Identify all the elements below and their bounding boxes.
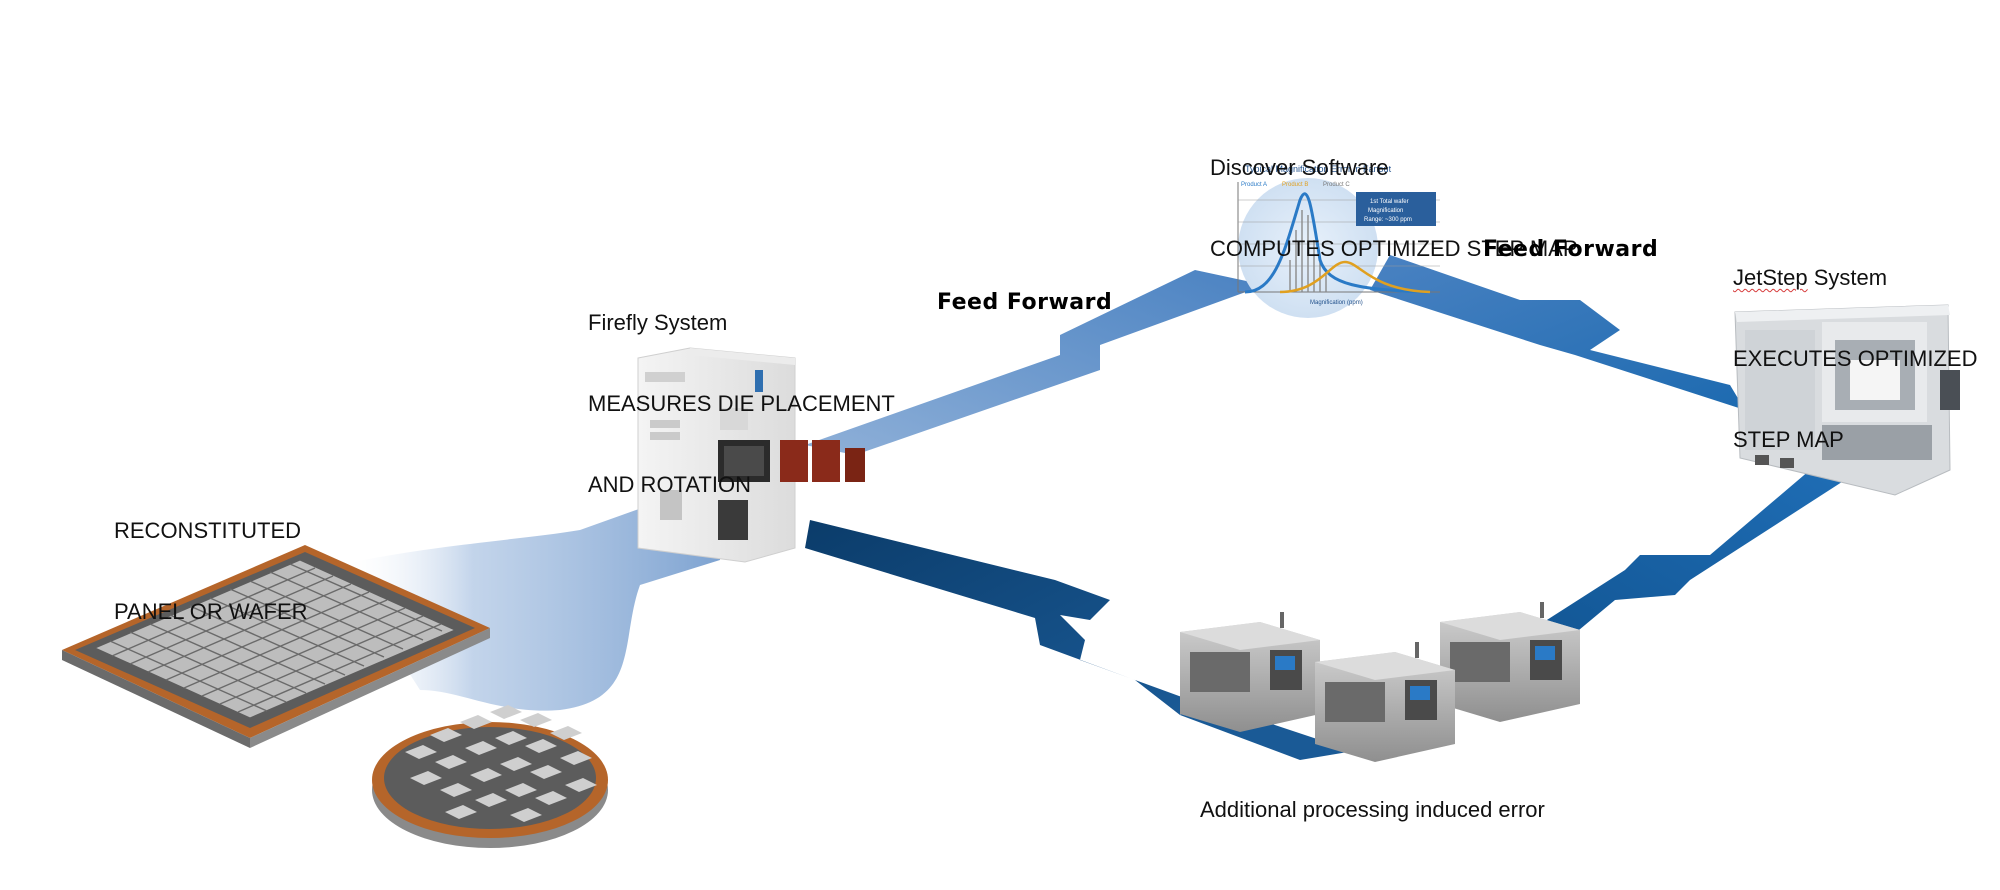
jetstep-title: JetStep System: [1733, 264, 1977, 291]
jetstep-label: JetStep System EXECUTES OPTIMIZED STEP M…: [1733, 210, 1977, 507]
mini-chart-legend-b: Product B: [1282, 182, 1308, 188]
panel-label: RECONSTITUTED PANEL OR WAFER: [114, 463, 308, 679]
firefly-label: Firefly System MEASURES DIE PLACEMENT AN…: [588, 255, 895, 552]
jetstep-title-b: System: [1807, 265, 1888, 290]
discover-title: Discover Software: [1210, 155, 1389, 180]
additional-error-label: Additional processing induced error: [1200, 797, 1545, 822]
feed-forward-arrow-2: [1370, 255, 1745, 410]
jetstep-machine-icon: [1734, 304, 1960, 496]
feed-forward-label-2: Feed Forward: [1483, 237, 1659, 262]
discover-line1: COMPUTES OPTIMIZED STEP MAP: [1210, 236, 1578, 261]
mini-chart-legend-c: Product C: [1323, 182, 1350, 188]
mini-chart-xlabel: Magnification (ppm): [1310, 300, 1363, 306]
firefly-machine-icon: [637, 347, 865, 563]
mini-chart-legend-a: Product A: [1241, 182, 1267, 188]
discover-label: Discover Software COMPUTES OPTIMIZED STE…: [1210, 100, 1578, 316]
panel-icon: [62, 545, 490, 748]
return-arrow: [805, 520, 1190, 715]
lathe-machine-icon: [1180, 602, 1580, 762]
wafer-icon: [372, 705, 608, 848]
firefly-title: Firefly System: [588, 310, 728, 335]
jetstep-line1: EXECUTES OPTIMIZED: [1733, 346, 1978, 371]
mini-chart-title: Typical Magnification Error in Fanout: [1245, 164, 1392, 174]
feed-forward-label-1: Feed Forward: [937, 290, 1113, 315]
feed-forward-arrow-1: [805, 270, 1265, 455]
mini-chart-annotation-3: Range: ~300 ppm: [1364, 217, 1412, 223]
jetstep-line2: STEP MAP: [1733, 427, 1844, 452]
magnification-chart: [1237, 178, 1440, 318]
mini-chart-annotation-1: 1st Total wafer: [1370, 199, 1409, 205]
panel-label-line2: PANEL OR WAFER: [114, 599, 308, 624]
panel-label-line1: RECONSTITUTED: [114, 518, 301, 543]
firefly-line2: AND ROTATION: [588, 472, 751, 497]
firefly-line1: MEASURES DIE PLACEMENT: [588, 391, 895, 416]
jetstep-title-a: JetStep: [1733, 265, 1808, 290]
mini-chart-annotation-2: Magnification: [1368, 208, 1403, 214]
